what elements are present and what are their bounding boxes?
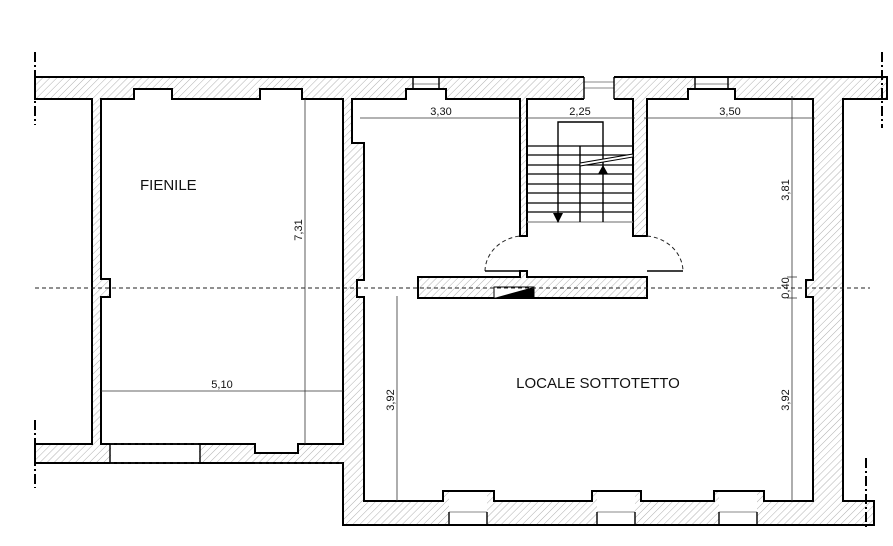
dim-stair-width: 2,25 <box>569 106 590 118</box>
arrow-down-icon <box>553 213 563 223</box>
neighbour-space-right <box>844 100 887 500</box>
dim-attic-depth-left: 3,92 <box>385 389 397 410</box>
room-label-attic: LOCALE SOTTOTETTO <box>516 375 680 392</box>
dim-room-left-width: 3,30 <box>430 106 451 118</box>
room-label-hayloft: FIENILE <box>140 177 197 194</box>
dim-hayloft-width: 5,10 <box>211 379 232 391</box>
dim-attic-depth-right: 3,92 <box>780 389 792 410</box>
dim-room-right-width: 3,50 <box>719 106 740 118</box>
hayloft-room <box>100 88 344 454</box>
stair-opening-top <box>583 76 615 100</box>
door-swing-right <box>646 235 684 272</box>
window-top-1 <box>412 77 440 89</box>
window-bottom-2 <box>596 492 636 525</box>
staircase <box>527 121 634 223</box>
chimney-flue <box>493 286 535 299</box>
dim-partition: 0,40 <box>780 277 792 298</box>
dim-room-right-depth: 3,81 <box>780 179 792 200</box>
dimension-lines <box>101 96 815 501</box>
window-bottom-1 <box>448 492 488 525</box>
window-top-2 <box>694 77 729 89</box>
window-bottom-3 <box>718 492 758 525</box>
dim-hayloft-depth: 7,31 <box>293 219 305 240</box>
neighbour-space-left <box>36 100 91 443</box>
hayloft-opening <box>111 445 199 462</box>
arrow-up-icon <box>598 165 608 174</box>
